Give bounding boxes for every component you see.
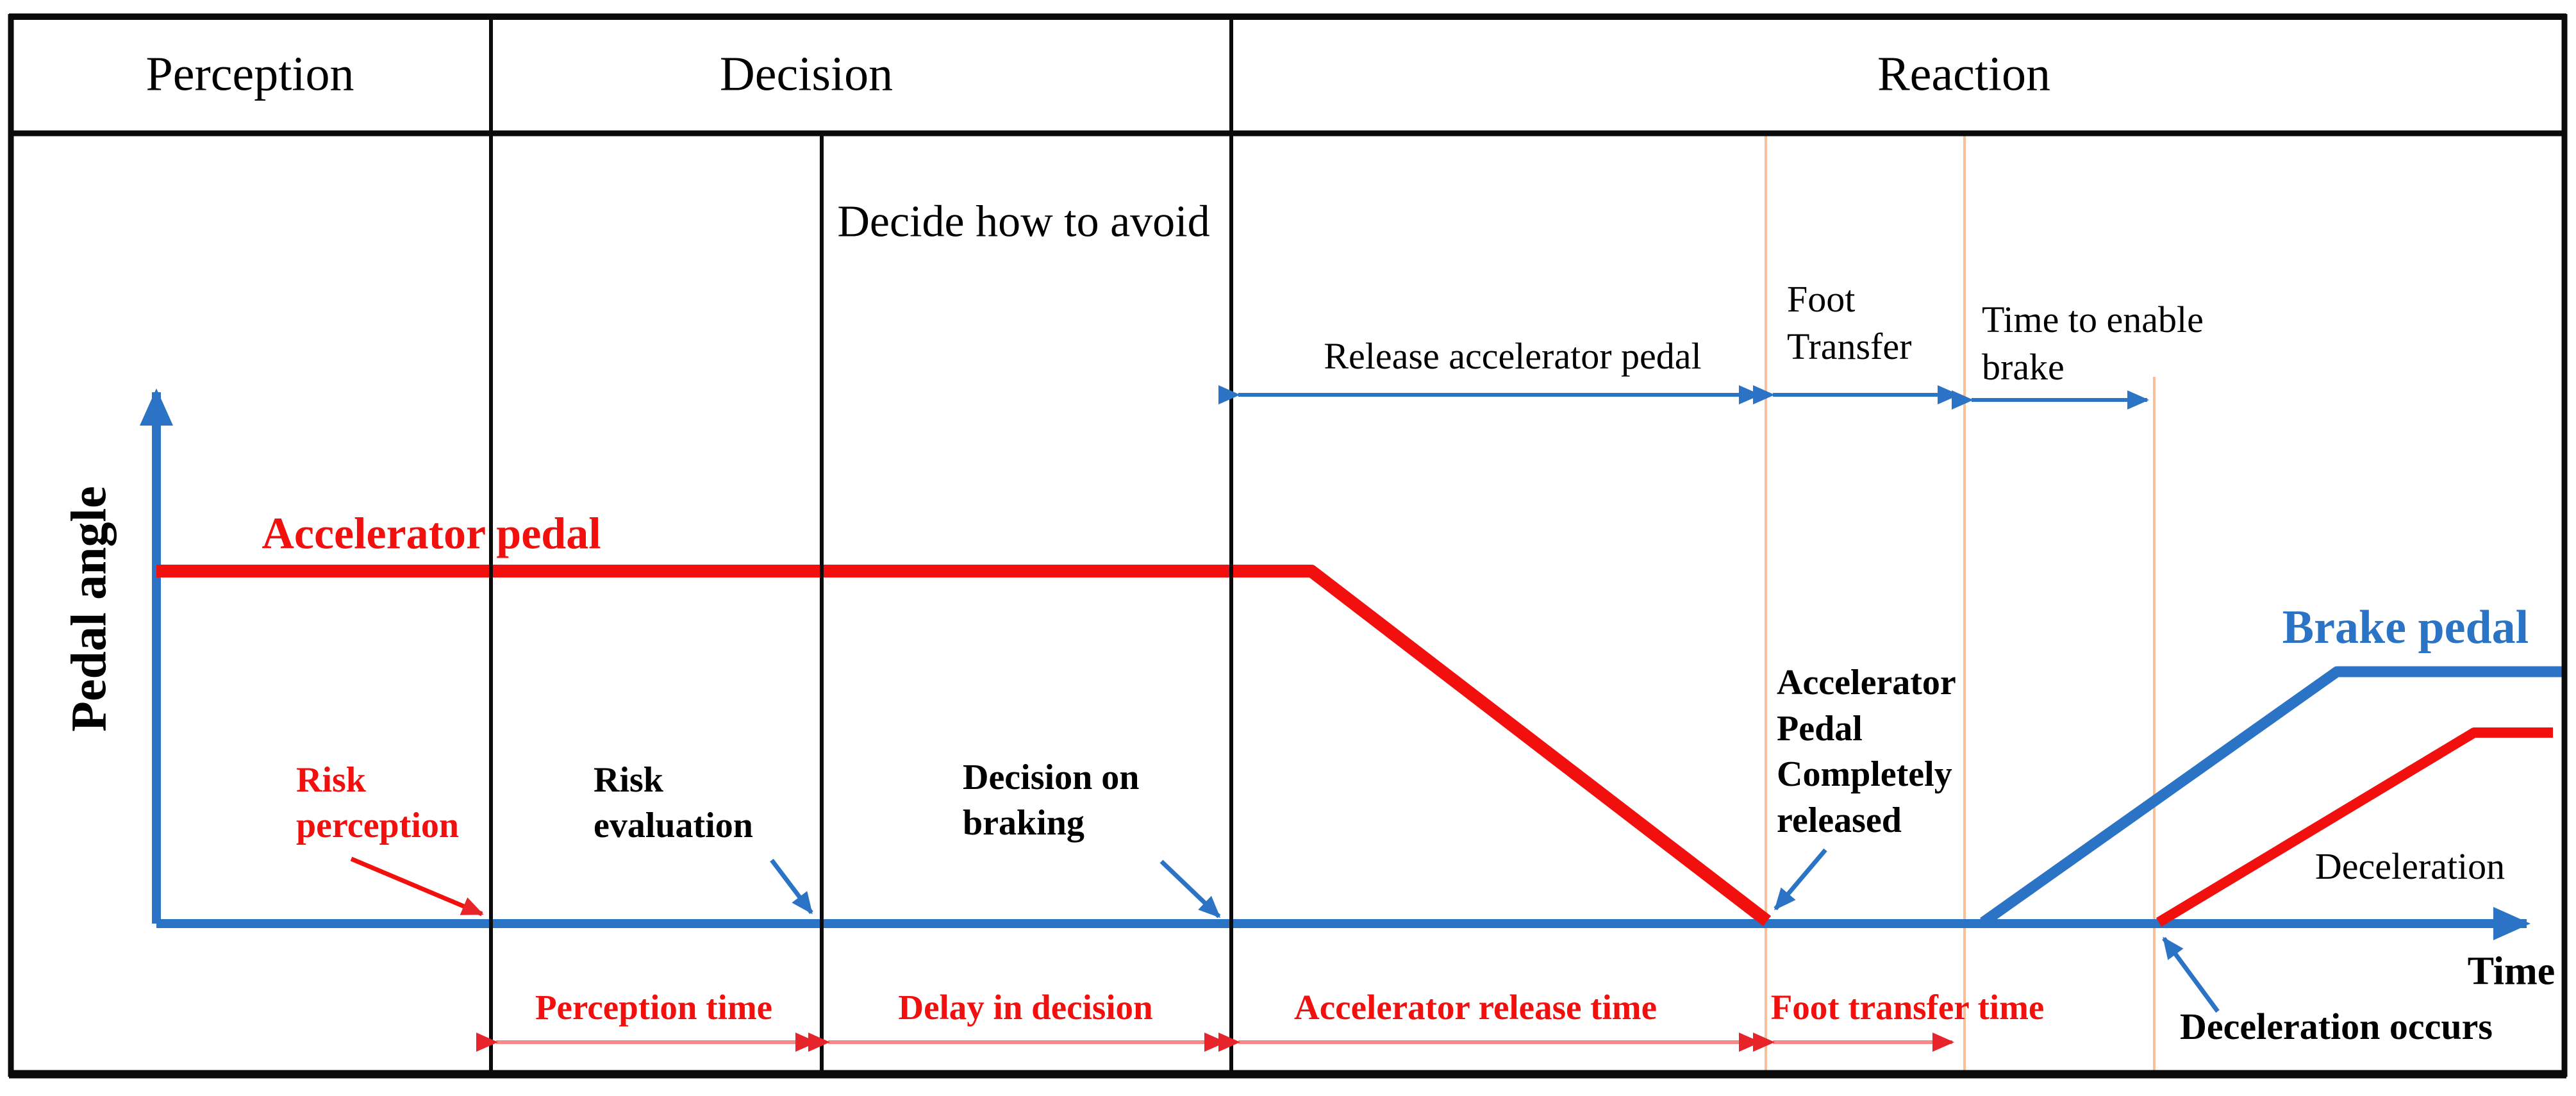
y-axis-label: Pedal angle [60, 486, 117, 732]
risk-perception-label: Risk perception [296, 760, 460, 846]
time-to-enable-brake-label: Time to enable brake [1982, 299, 2204, 388]
decision-on-braking-pointer-arrow [1159, 859, 1221, 918]
phase-title-decision: Decision [719, 47, 893, 101]
risk-evaluation-label: Risk evaluation [594, 760, 753, 846]
accelerator-release-time-label: Accelerator release time [1294, 988, 1657, 1027]
accelerator-pedal-line [156, 565, 1772, 926]
accelerator-released-pointer-arrow [1774, 848, 1827, 911]
decide-how-to-avoid-label: Decide how to avoid [837, 197, 1210, 247]
deceleration-occurs-label: Deceleration occurs [2180, 1006, 2493, 1048]
x-axis-label: Time [2467, 949, 2555, 993]
foot-transfer-label: Foot Transfer [1787, 278, 1912, 367]
perception-time-label: Perception time [535, 988, 773, 1027]
decision-on-braking-label: Decision on braking [963, 758, 1140, 843]
phase-title-perception: Perception [145, 47, 354, 101]
deceleration-label: Deceleration [2314, 845, 2505, 888]
release-accelerator-label: Release accelerator pedal [1324, 335, 1702, 378]
delay-in-decision-label: Delay in decision [898, 988, 1153, 1027]
deceleration-occurs-pointer-arrow [2162, 936, 2220, 1013]
accelerator-pedal-label: Accelerator pedal [262, 509, 601, 559]
risk-perception-pointer-arrow [350, 856, 484, 917]
brake-pedal-label: Brake pedal [2282, 601, 2529, 654]
phase-title-reaction: Reaction [1877, 47, 2051, 101]
deceleration-line [2156, 727, 2553, 927]
risk-evaluation-pointer-arrow [770, 858, 813, 915]
foot-transfer-time-label: Foot transfer time [1770, 988, 2045, 1027]
brake-pedal-line [1980, 666, 2564, 927]
accelerator-released-label: Accelerator Pedal Completely released [1777, 663, 1956, 841]
